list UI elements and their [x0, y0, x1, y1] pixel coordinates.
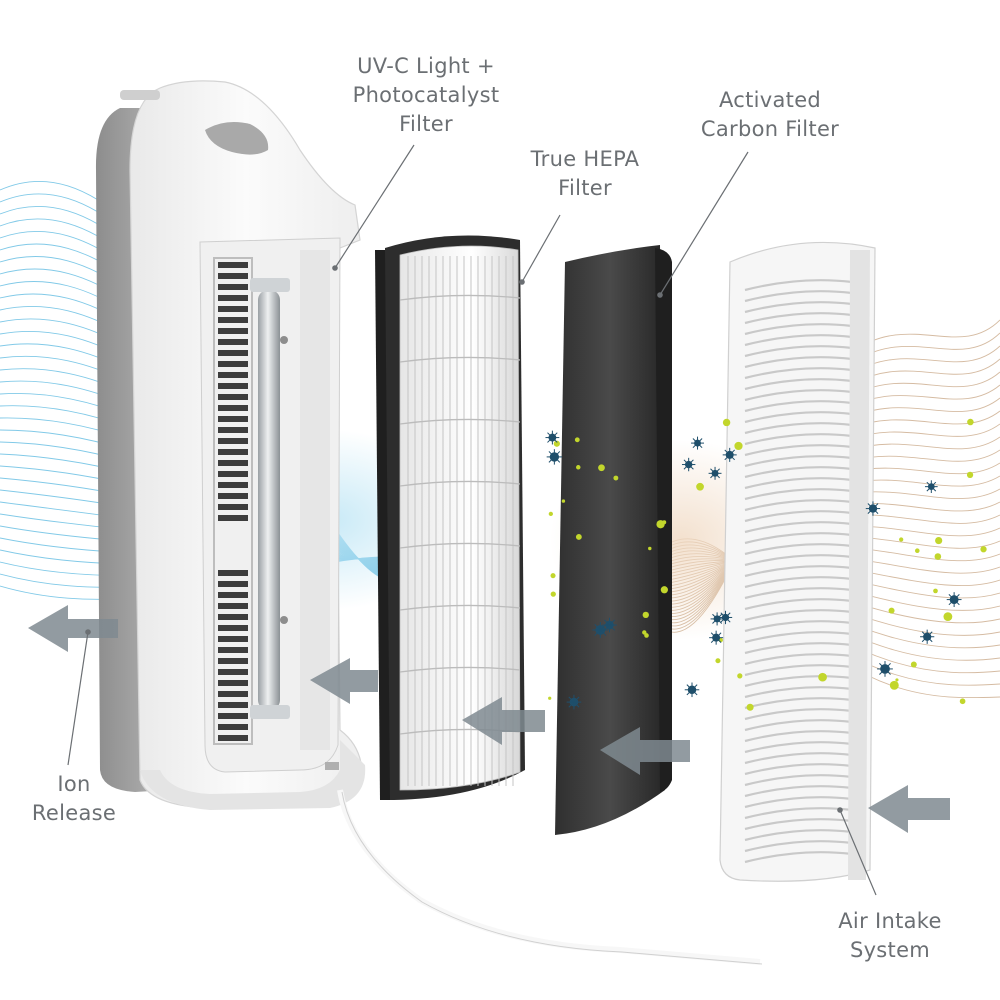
germ-icon	[722, 447, 737, 462]
dust-particle-icon	[574, 437, 580, 443]
dust-particle-icon	[598, 464, 605, 472]
purifier-main-unit	[95, 80, 366, 810]
germ-icon	[946, 592, 962, 607]
dust-particle-icon	[933, 588, 938, 594]
dust-particle-icon	[642, 611, 649, 619]
air-flow-arrows	[28, 605, 950, 833]
dust-particle-icon	[889, 680, 899, 690]
dust-particle-icon	[818, 672, 827, 682]
germ-icon	[602, 617, 617, 633]
germ-icon	[865, 501, 881, 516]
dust-particle-icon	[548, 696, 552, 700]
germ-icon	[709, 630, 724, 645]
dust-particle-icon	[915, 548, 920, 554]
dust-particle-icon	[935, 536, 943, 545]
left-arrow-icon	[600, 727, 690, 775]
label-true-hepa-filter: True HEPA Filter	[530, 147, 640, 200]
dust-particle-icon	[734, 441, 743, 451]
dust-particle-icon	[943, 612, 953, 621]
dust-particle-icon	[550, 573, 556, 579]
dust-particle-icon	[548, 511, 553, 517]
dust-particle-icon	[575, 534, 582, 540]
left-arrow-icon	[28, 605, 118, 652]
dust-particle-icon	[967, 418, 974, 426]
label-air-intake-system: Air Intake System	[838, 909, 942, 962]
left-arrow-icon	[868, 785, 950, 833]
label-uv-c-photocatalyst-filter: UV-C Light + Photocatalyst Filter	[352, 54, 500, 136]
germ-icon	[566, 694, 582, 710]
particle-field	[545, 418, 987, 711]
dust-particle-icon	[550, 591, 556, 597]
dust-particle-icon	[613, 475, 619, 481]
true-hepa-filter	[375, 235, 525, 801]
germ-icon	[924, 480, 938, 493]
dust-particle-icon	[715, 658, 721, 664]
dust-particle-icon	[722, 418, 731, 427]
dust-particle-icon	[553, 440, 560, 447]
dust-particle-icon	[642, 630, 647, 635]
dust-particle-icon	[934, 553, 942, 560]
germ-icon	[592, 622, 609, 638]
dust-particle-icon	[660, 586, 668, 594]
left-arrow-icon	[310, 658, 378, 704]
dust-particle-icon	[888, 607, 895, 614]
dust-particle-icon	[899, 537, 904, 542]
left-arrow-icon	[462, 697, 545, 745]
germ-icon	[684, 682, 700, 698]
germ-icon	[545, 430, 560, 445]
dust-particle-icon	[561, 499, 566, 503]
callout-leader-lines	[67, 144, 877, 896]
label-ion-release: Ion Release	[31, 772, 117, 825]
dust-particle-icon	[696, 482, 704, 491]
air-intake-grille	[719, 241, 876, 882]
germ-icon	[710, 612, 724, 626]
label-activated-carbon-filter: Activated Carbon Filter	[700, 88, 840, 141]
dust-particle-icon	[644, 633, 649, 638]
dust-particle-icon	[895, 678, 899, 682]
dust-particle-icon	[746, 703, 754, 711]
dust-particle-icon	[966, 471, 974, 479]
germ-icon	[920, 629, 935, 644]
germ-icon	[691, 436, 705, 450]
germ-icon	[681, 457, 696, 472]
germ-icon	[708, 466, 722, 480]
dust-particle-icon	[737, 673, 743, 679]
germ-icon	[546, 449, 563, 465]
dust-particle-icon	[648, 546, 652, 551]
dust-particle-icon	[910, 661, 917, 668]
callout-dots	[85, 265, 843, 813]
dust-particle-icon	[576, 465, 581, 470]
inner-grille	[213, 257, 253, 745]
uv-c-lamp	[258, 290, 280, 710]
activated-carbon-filter	[555, 245, 672, 835]
power-cord-icon	[337, 789, 761, 965]
dust-particle-icon	[662, 520, 667, 525]
germ-icon	[877, 661, 893, 677]
dust-particle-icon	[959, 698, 966, 705]
dust-particle-icon	[980, 546, 987, 553]
